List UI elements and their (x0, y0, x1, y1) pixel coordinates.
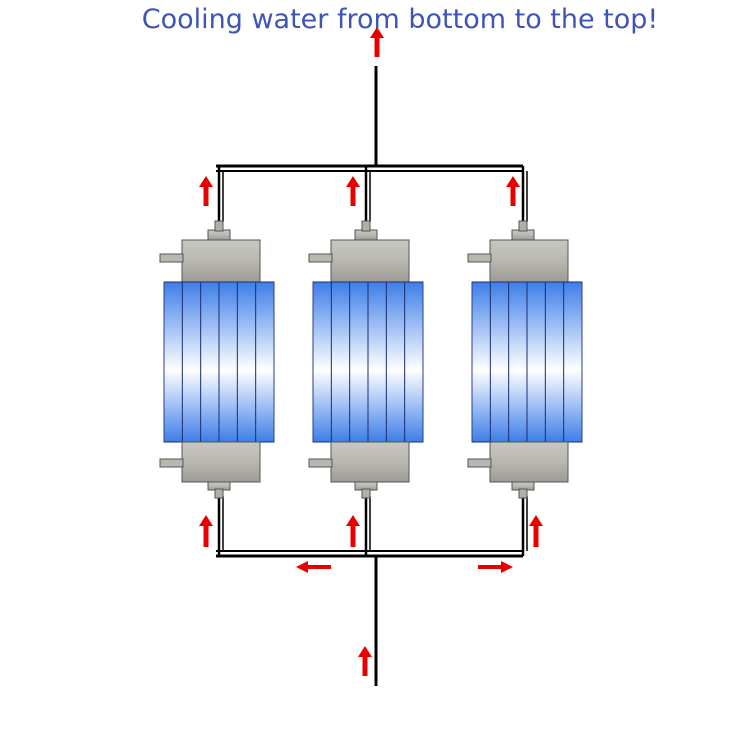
outlet-flow-arrow-icon (370, 27, 384, 57)
top-side-port (467, 253, 492, 263)
bottom-connector-neck (361, 488, 371, 499)
top-side-port (308, 253, 333, 263)
diagram-title: Cooling water from bottom to the top! (141, 4, 659, 35)
top-side-port (159, 253, 184, 263)
flow-arrow-right-icon (478, 561, 513, 573)
flow-arrow-up-left-bottom-icon (199, 515, 213, 547)
bottom-cap (330, 441, 410, 483)
flow-arrow-up-center-bottom-icon (346, 515, 360, 547)
top-cap (181, 239, 261, 283)
module-riser-pipes (364, 166, 371, 556)
flow-arrow-up-center-top-icon (346, 176, 360, 206)
bottom-cap (181, 441, 261, 483)
top-connector-neck (214, 220, 224, 232)
membrane-stack (312, 281, 424, 443)
bottom-cap (489, 441, 569, 483)
bottom-connector-neck (518, 488, 528, 499)
top-connector-neck (518, 220, 528, 232)
flow-arrow-up-left-top-icon (199, 176, 213, 206)
membrane-stack (163, 281, 275, 443)
bottom-side-port (467, 458, 492, 468)
top-connector-neck (361, 220, 371, 232)
flow-arrow-left-icon (296, 561, 331, 573)
top-cap (330, 239, 410, 283)
module-right (467, 166, 583, 556)
flow-arrow-up-right-bottom-icon (529, 515, 543, 547)
module-riser-pipes (217, 166, 224, 556)
bottom-side-port (159, 458, 184, 468)
inlet-flow-arrow-icon (358, 646, 372, 676)
flow-arrow-up-right-top-icon (506, 176, 520, 206)
module-left (159, 166, 275, 556)
membrane-stack (471, 281, 583, 443)
bottom-side-port (308, 458, 333, 468)
top-cap (489, 239, 569, 283)
bottom-connector-neck (214, 488, 224, 499)
module-riser-pipes (521, 166, 528, 556)
module-center (308, 166, 424, 556)
